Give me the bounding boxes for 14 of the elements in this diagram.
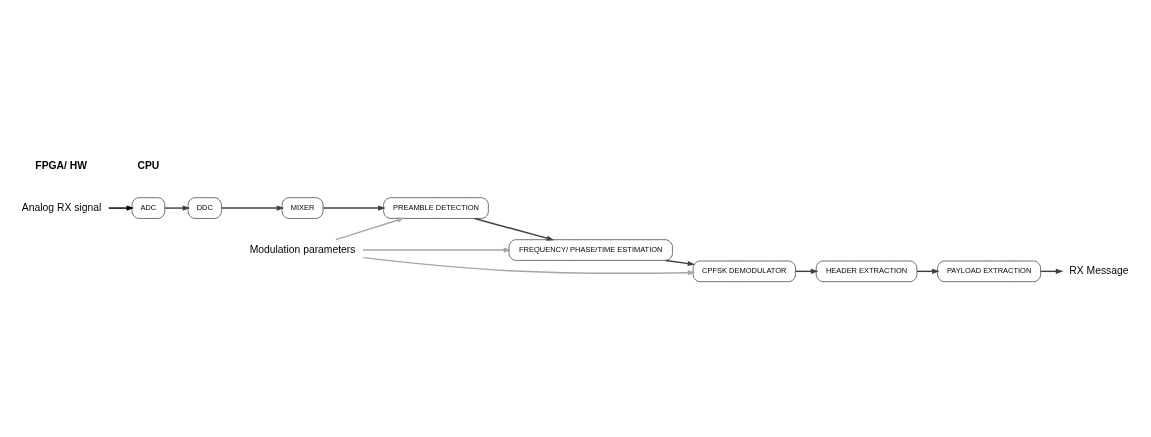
node-text: Analog RX signal — [21, 201, 102, 213]
arrow — [362, 256, 696, 275]
arrow — [335, 217, 405, 240]
arrow — [164, 204, 191, 211]
arrow — [108, 204, 135, 211]
label: FPGA/ HW — [35, 159, 88, 171]
node-text: Modulation parameters — [249, 243, 356, 255]
label: CPU — [137, 159, 160, 171]
arrow — [362, 246, 512, 253]
arrow — [473, 217, 555, 241]
node-text: RX Message — [1069, 264, 1129, 276]
arrow — [322, 204, 386, 211]
arrow — [664, 259, 696, 266]
arrow — [220, 204, 285, 211]
